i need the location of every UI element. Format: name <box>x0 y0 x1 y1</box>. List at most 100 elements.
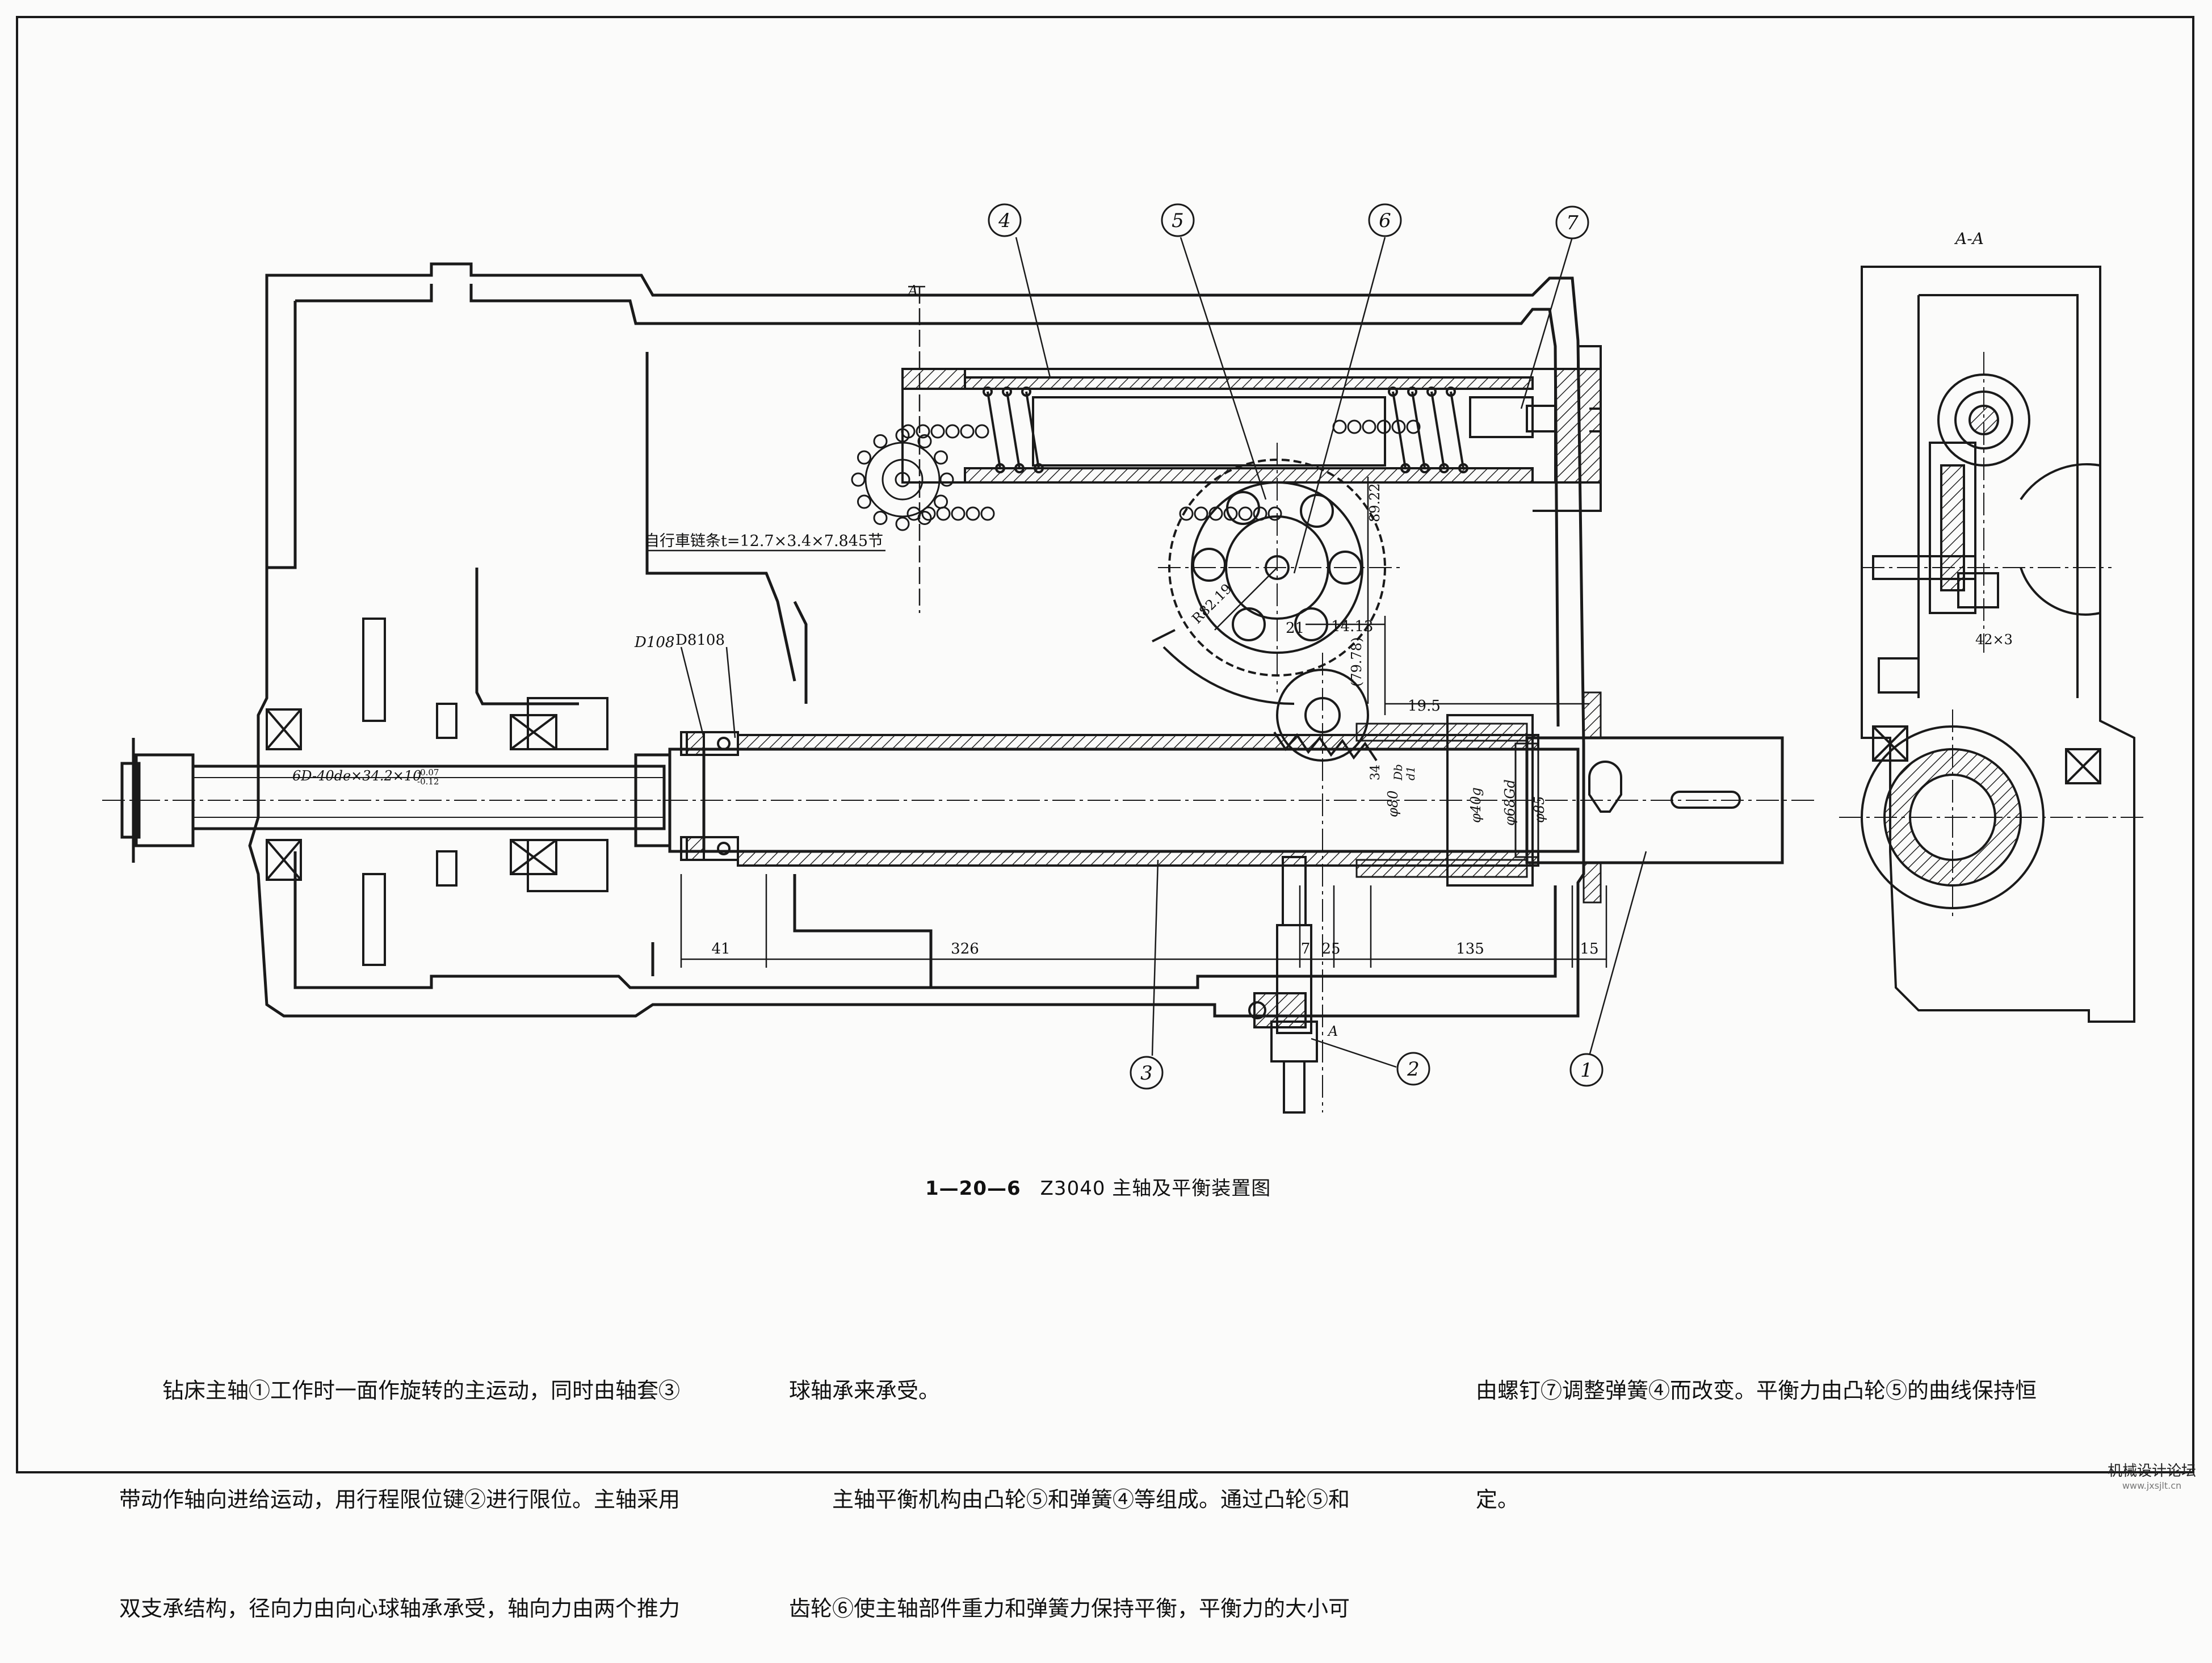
chain-link <box>975 424 989 439</box>
dim-7: 7 <box>1301 940 1311 958</box>
balloon-7: 7 <box>1555 205 1589 240</box>
dim-phi40: φ40g <box>1468 787 1484 823</box>
body-text-column-2: 球轴承来承受。 主轴平衡机构由凸轮⑤和弹簧④等组成。通过凸轮⑤和 齿轮⑥使主轴部… <box>789 1300 1447 1663</box>
watermark-title: 机械设计论坛 <box>2107 1463 2196 1480</box>
chain-link <box>1238 506 1253 521</box>
paragraph-line: 由螺钉⑦调整弹簧④而改变。平衡力由凸轮⑤的曲线保持恒 <box>1476 1378 2037 1403</box>
spring-coil-end <box>995 463 1005 473</box>
figure-number: 1—20—6 <box>925 1177 1021 1200</box>
chain-link <box>960 424 975 439</box>
spring-coil <box>1392 391 1407 469</box>
chain-link <box>934 450 948 465</box>
spline-label: 6D-40de×34.2×10 <box>292 768 421 784</box>
dim-19-5: 19.5 <box>1408 698 1441 715</box>
spring-coil-end <box>1426 387 1437 397</box>
svg-text:7: 7 <box>1566 212 1579 234</box>
spring-coil-end <box>1407 387 1417 397</box>
spline-tol-upper: -0.07 <box>417 767 439 778</box>
chain-link <box>1194 506 1208 521</box>
bearing-label-d108: D108 <box>634 634 674 651</box>
chain-link <box>916 424 930 439</box>
input-gear-train <box>266 618 608 966</box>
chain-link <box>1223 506 1238 521</box>
center-lines <box>102 352 2146 1112</box>
spring-housing <box>901 345 1602 512</box>
chain-link <box>917 511 932 526</box>
spring-coil <box>1411 391 1426 469</box>
dim-89-22: 89.22 <box>1367 483 1383 522</box>
spring-coil <box>1430 391 1445 469</box>
page-frame <box>16 16 2194 1473</box>
svg-text:6: 6 <box>1379 209 1391 232</box>
bearing-d108 <box>680 731 739 861</box>
paragraph-line: 钻床主轴①工作时一面作旋转的主运动，同时由轴套③ <box>162 1378 681 1403</box>
dim-34: 34 <box>1369 765 1383 780</box>
chain-link <box>895 516 910 531</box>
chain-link <box>1362 419 1376 434</box>
bearing-label-d8108: D8108 <box>675 632 725 649</box>
paragraph-line: 主轴平衡机构由凸轮⑤和弹簧④等组成。通过凸轮⑤和 <box>832 1487 1350 1512</box>
chain-link <box>857 494 871 509</box>
chain-link <box>951 506 966 521</box>
svg-text:5: 5 <box>1172 209 1184 232</box>
dimension-lines <box>680 477 1607 968</box>
section-mark-bottom: A <box>1327 1023 1338 1039</box>
chain-link <box>934 494 948 509</box>
engineering-drawing: 4 5 6 7 3 2 1 A-A A A 自行車链条t=12.7×3.4×7.… <box>102 203 2146 1114</box>
spring-tube <box>1032 396 1386 467</box>
dim-25: 25 <box>1321 940 1340 958</box>
dim-r82-19: R82.19 <box>1189 581 1235 627</box>
section-mark-top: A <box>907 283 918 299</box>
body-text-column-3: 由螺钉⑦调整弹簧④而改变。平衡力由凸轮⑤的曲线保持恒 定。 <box>1476 1300 2134 1554</box>
spring-coil-end <box>1014 463 1025 473</box>
quill-sleeve <box>737 691 1602 904</box>
pinion-shaft <box>1248 669 1378 1114</box>
chain-link <box>1253 506 1267 521</box>
spring-coil-end <box>1458 463 1468 473</box>
svg-text:3: 3 <box>1140 1062 1153 1085</box>
dim-21: 21 <box>1286 620 1304 637</box>
chain-link <box>936 506 951 521</box>
dim-15: 15 <box>1580 940 1598 958</box>
paragraph-line: 球轴承来承受。 <box>789 1378 941 1403</box>
watermark-url: www.jxsjlt.cn <box>2122 1480 2182 1491</box>
chain-link <box>917 434 932 448</box>
spring-coil <box>1006 391 1021 469</box>
chain-link <box>857 450 871 465</box>
balloon-3: 3 <box>1130 1056 1164 1090</box>
dim-135: 135 <box>1456 940 1484 958</box>
balloon-1: 1 <box>1569 1053 1604 1087</box>
svg-text:2: 2 <box>1407 1058 1420 1081</box>
chain-link <box>1208 506 1223 521</box>
chain-link <box>930 424 945 439</box>
body-text-column-1: 钻床主轴①工作时一面作旋转的主运动，同时由轴套③ 带动作轴向进给运动，用行程限位… <box>119 1300 755 1663</box>
chain-link <box>921 506 936 521</box>
spring-coil <box>1450 391 1464 469</box>
balloon-2: 2 <box>1396 1052 1430 1086</box>
dim-phi85: φ85 <box>1531 796 1547 823</box>
dim-326: 326 <box>951 940 979 958</box>
paragraph-line: 定。 <box>1476 1487 1520 1512</box>
balloon-5: 5 <box>1161 203 1195 237</box>
section-title: A-A <box>1954 229 1984 248</box>
paragraph-line: 带动作轴向进给运动，用行程限位键②进行限位。主轴采用 <box>119 1487 681 1512</box>
figure-title: Z3040 主轴及平衡装置图 <box>1040 1177 1271 1200</box>
dim-phi80: φ80 <box>1385 791 1401 817</box>
spring-coil <box>987 391 1001 469</box>
dim-phi68: φ68Gd <box>1502 779 1518 826</box>
paragraph-line: 齿轮⑥使主轴部件重力和弹簧力保持平衡，平衡力的大小可 <box>789 1596 1350 1621</box>
balloon-6: 6 <box>1368 203 1402 237</box>
dim-14-13: 14.13 <box>1331 618 1373 635</box>
spline-tol-lower: -0.12 <box>417 776 439 787</box>
chain-link <box>980 506 995 521</box>
paragraph-line: 双支承结构，径向力由向心球轴承承受，轴向力由两个推力 <box>119 1596 681 1621</box>
chain-link <box>851 472 866 487</box>
spring-coil-end <box>1021 387 1031 397</box>
chain-link <box>1406 419 1421 434</box>
dim-db: Db <box>1391 764 1405 781</box>
balloon-4: 4 <box>988 203 1022 237</box>
leader-lines <box>647 237 1647 1068</box>
chain-link <box>1267 506 1282 521</box>
chain <box>851 419 1421 531</box>
spring-coil-end <box>1420 463 1430 473</box>
